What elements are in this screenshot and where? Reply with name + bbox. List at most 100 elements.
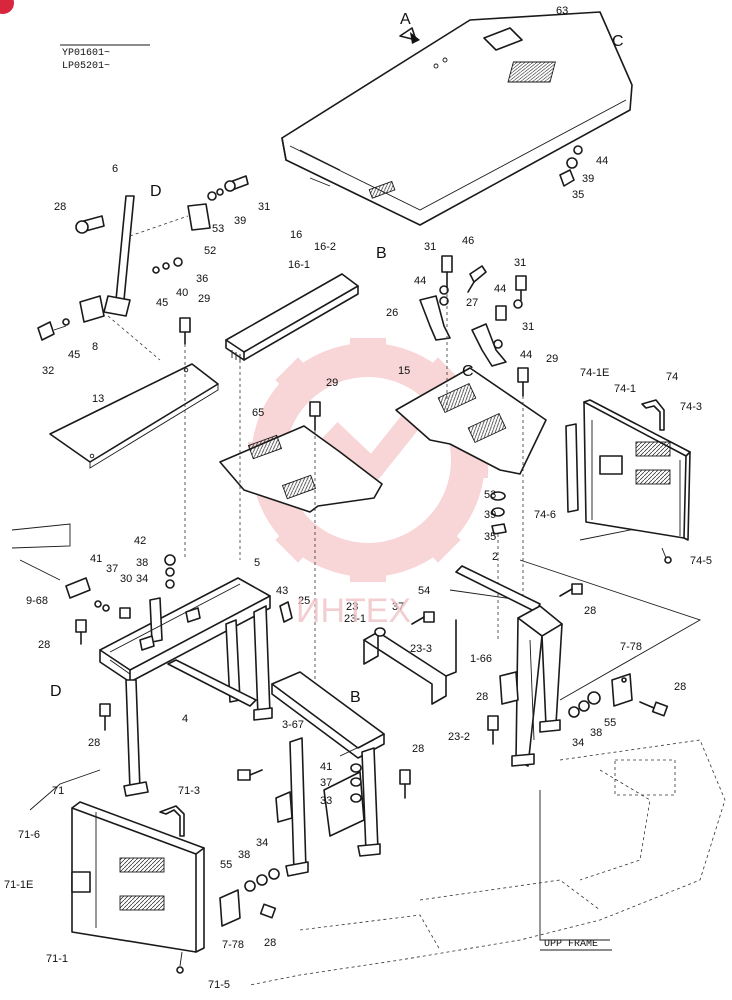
callout-34: 34 [136,573,148,585]
callout-28: 28 [264,937,276,949]
bracket-7-78-left [219,868,280,927]
view-letter-d-bottom: D [50,683,62,700]
frame-1 [499,605,563,767]
callout-54: 54 [418,585,430,597]
callout-15: 15 [398,365,410,377]
callout-38: 38 [136,557,148,569]
callout-29: 29 [326,377,338,389]
frame-5 [99,577,273,797]
callout-5: 5 [254,557,260,569]
callout-28: 28 [54,201,66,213]
callout-23-3: 23-3 [410,643,432,655]
callout-23-2: 23-2 [448,731,470,743]
callout-52: 52 [204,245,216,257]
callout-39: 39 [484,509,496,521]
view-letter-c-top: C [612,33,624,50]
callout-45: 45 [68,349,80,361]
callout-4: 4 [182,713,188,725]
bolt-29b [309,401,321,431]
callout-38: 38 [238,849,250,861]
side-panel-74 [565,399,691,564]
callout-53: 53 [212,223,224,235]
callout-74-3: 74-3 [680,401,702,413]
callout-71-1: 71-1 [46,953,68,965]
plate-15 [395,367,547,475]
callout-32: 32 [42,365,54,377]
serial-2: LP05201~ [62,61,110,72]
callout-37: 37 [106,563,118,575]
view-arrow-a-icon [410,32,420,44]
callout-25: 25 [298,595,310,607]
callout-65: 65 [252,407,264,419]
callout-34: 34 [256,837,268,849]
callout-8: 8 [92,341,98,353]
upper-frame-outline [249,739,726,986]
callout-37: 37 [320,777,332,789]
frame-3 [271,671,385,877]
hinge-26 [419,255,453,341]
callout-45: 45 [156,297,168,309]
callout-71-1E: 71-1E [4,879,33,891]
callout-33: 33 [320,795,332,807]
callout-53: 53 [484,489,496,501]
callout-71-6: 71-6 [18,829,40,841]
callout-23-1: 23-1 [344,613,366,625]
washers-right [490,491,507,535]
side-panel-71 [29,769,205,974]
callout-37: 37 [392,601,404,613]
footer-label: UPP FRAME [544,939,598,950]
view-letter-a: A [400,11,411,28]
callout-46: 46 [462,235,474,247]
callout-29: 29 [198,293,210,305]
callout-34: 34 [572,737,584,749]
callout-40: 40 [176,287,188,299]
callout-71-5: 71-5 [208,979,230,991]
stay-6 [37,175,249,341]
callout-55: 55 [220,859,232,871]
callout-41: 41 [90,553,102,565]
callout-28: 28 [674,681,686,693]
callout-28: 28 [412,743,424,755]
callout-16: 16 [290,229,302,241]
callout-9-68: 9-68 [26,595,48,607]
callout-43: 43 [276,585,288,597]
watermark-text: ИНТЕХ [296,592,411,630]
callout-1-66: 1-66 [470,653,492,665]
callout-26: 26 [386,307,398,319]
callout-38: 38 [590,727,602,739]
view-letter-b-bottom: B [350,689,361,706]
bolt-29c [517,367,529,397]
callout-74-1: 74-1 [614,383,636,395]
callout-7-78: 7-78 [620,641,642,653]
misc-bolts [65,554,583,803]
callout-63: 63 [556,5,568,17]
hinge-27 [439,265,527,367]
callout-74-6: 74-6 [534,509,556,521]
callout-23: 23 [346,601,358,613]
callout-44: 44 [520,349,532,361]
callout-39: 39 [582,173,594,185]
arm-2 [455,565,541,613]
callout-27: 27 [466,297,478,309]
callout-28: 28 [88,737,100,749]
callout-35: 35 [572,189,584,201]
washers-lower-right [568,691,601,718]
callout-6: 6 [112,163,118,175]
callout-39: 39 [234,215,246,227]
callout-35: 35 [484,531,496,543]
callout-41: 41 [320,761,332,773]
callout-74-5: 74-5 [690,555,712,567]
callout-29: 29 [546,353,558,365]
callout-44: 44 [414,275,426,287]
callout-16-2: 16-2 [314,241,336,253]
bracket-7-78-right [611,673,669,717]
view-letter-c-mid: C [462,363,474,380]
plate-13 [49,363,219,469]
ghost-edge [11,523,71,549]
callout-13: 13 [92,393,104,405]
callout-3-67: 3-67 [282,719,304,731]
serial-1: YP01601~ [62,48,110,59]
